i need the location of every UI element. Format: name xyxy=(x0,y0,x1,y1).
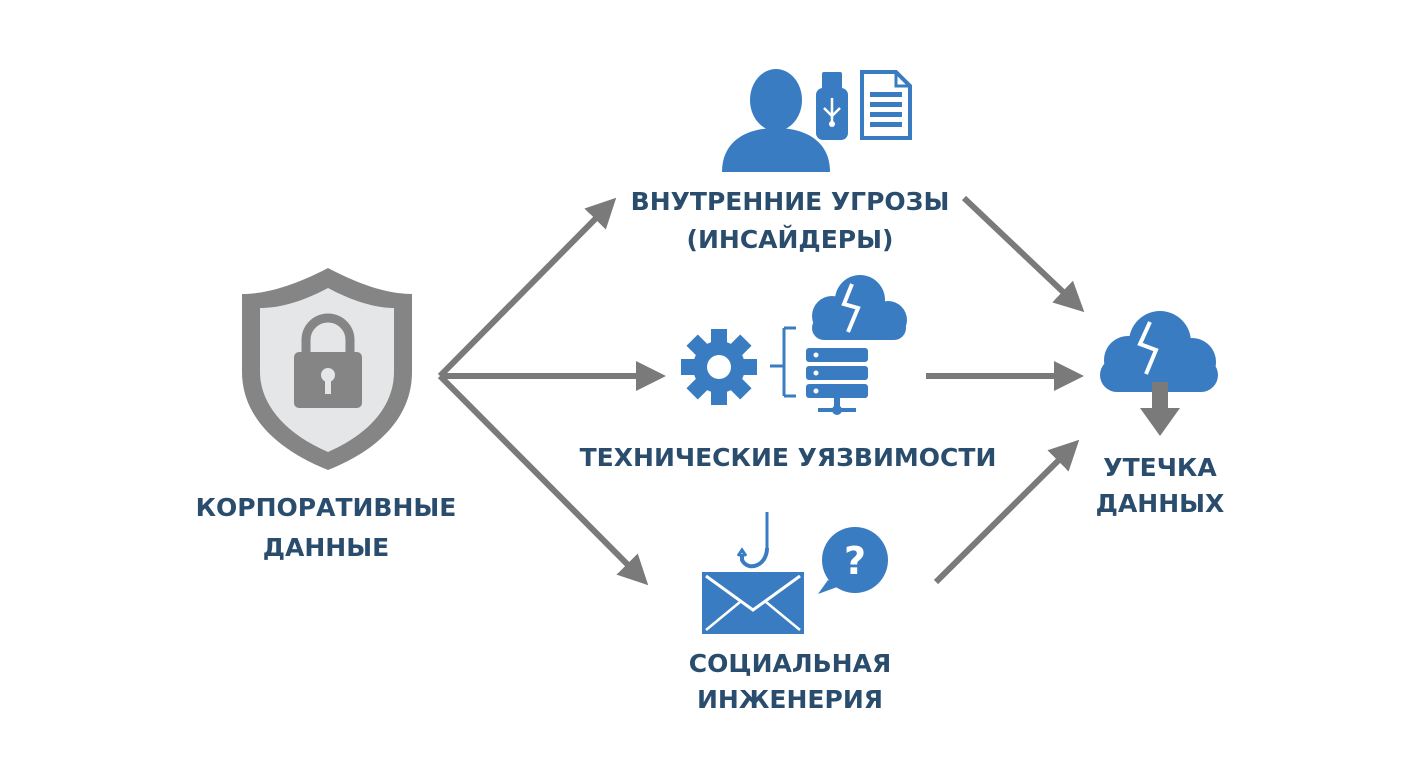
download-arrow-icon xyxy=(1140,382,1180,436)
arrows xyxy=(437,195,1085,586)
padlock-icon xyxy=(294,313,362,408)
arrow-social-to-leak xyxy=(933,439,1080,585)
envelope-icon xyxy=(702,572,804,634)
social-engineering-label-line1: СОЦИАЛЬНАЯ xyxy=(689,649,891,678)
server-icon xyxy=(806,348,868,415)
arrow-corporate-to-insider xyxy=(437,197,617,379)
svg-text:?: ? xyxy=(844,539,866,583)
phishing-hook-icon xyxy=(736,512,769,569)
arrow-corporate-to-social xyxy=(437,373,649,586)
cloud-leak-icon xyxy=(1100,311,1218,436)
insider-threats-label-line1: ВНУТРЕННИЕ УГРОЗЫ xyxy=(631,187,950,216)
data-leak-label-line1: УТЕЧКА xyxy=(1103,453,1217,482)
insider-icons xyxy=(722,69,912,172)
gear-icon xyxy=(681,329,757,405)
corporate-data-label-line1: КОРПОРАТИВНЫЕ xyxy=(196,493,457,522)
broken-cloud-icon xyxy=(812,275,907,340)
usb-drive-icon xyxy=(816,72,848,140)
social-icons: ? xyxy=(702,512,888,634)
connector-bracket xyxy=(770,326,796,398)
corporate-data-label-line2: ДАННЫЕ xyxy=(263,533,389,562)
shield-lock-icon xyxy=(242,268,412,470)
insider-threats-label-line2: (ИНСАЙДЕРЫ) xyxy=(687,225,894,254)
data-leak-label-line2: ДАННЫХ xyxy=(1096,489,1225,518)
person-icon xyxy=(722,69,830,172)
technical-vulnerabilities-label: ТЕХНИЧЕСКИЕ УЯЗВИМОСТИ xyxy=(580,443,997,472)
arrow-insider-to-leak xyxy=(961,195,1085,313)
technical-icons xyxy=(681,275,907,415)
social-engineering-label-line2: ИНЖЕНЕРИЯ xyxy=(697,685,883,714)
document-icon xyxy=(860,70,912,140)
question-bubble-icon: ? xyxy=(818,527,888,594)
